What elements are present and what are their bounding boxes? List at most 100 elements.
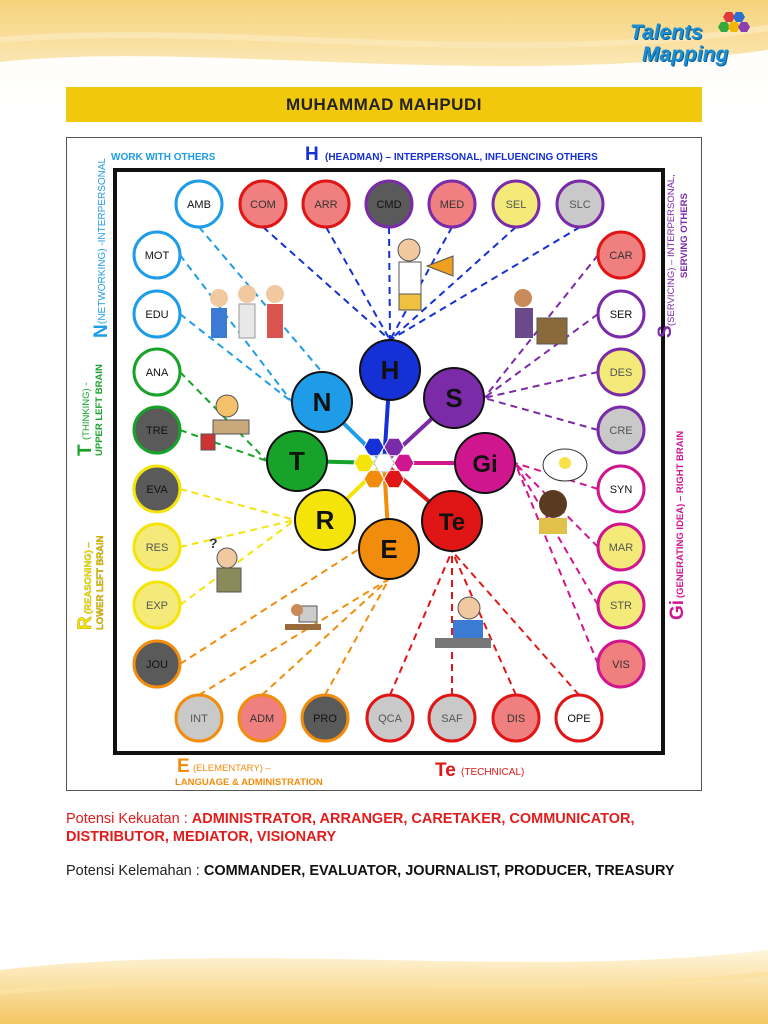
e-label-1: (ELEMENTARY) – [193,763,271,774]
talent-sel-circle [491,179,541,229]
hub-hexagon [393,453,415,473]
center-circle-e: E [358,518,420,580]
center-circle-h: H [359,339,421,401]
hub-hexagon-center [373,453,395,473]
talent-med-label: MED [440,199,465,211]
talent-eva: EVA [132,464,182,514]
talent-ana-circle [132,347,182,397]
talent-edu: EDU [132,289,182,339]
talent-mar: MAR [596,522,646,572]
talent-int: INT [174,693,224,743]
talent-str-circle [596,580,646,630]
talent-slc-label: SLC [569,199,590,211]
talent-sel-label: SEL [506,199,527,211]
talent-ope: OPE [554,693,604,743]
work-with-others-label: WORK WITH OTHERS [111,152,216,163]
center-letter-n: N [313,387,332,417]
connector-eva [179,488,296,521]
connector-jou [179,548,360,665]
talent-com: COM [238,179,288,229]
connector-syn [514,462,599,490]
talent-int-circle [174,693,224,743]
hub-hexagon [363,437,385,457]
talent-mot-circle [132,230,182,280]
talent-car: CAR [596,230,646,280]
center-circle-te-shape [421,490,483,552]
n-letter: N [91,324,112,338]
connector-cre [483,397,599,431]
talent-jou-circle [132,639,182,689]
talent-mot: MOT [132,230,182,280]
talent-saf-circle [427,693,477,743]
talent-ser-label: SER [610,309,633,321]
connector-qca [389,550,453,696]
connector-slc [389,226,581,341]
name-title-bar: MUHAMMAD MAHPUDI [66,87,702,122]
talent-qca: QCA [365,693,415,743]
talent-edu-label: EDU [145,309,168,321]
person-name: MUHAMMAD MAHPUDI [286,94,482,114]
talent-res-label: RES [146,542,169,554]
talent-pro-circle [300,693,350,743]
talent-cre-circle [596,405,646,455]
connector-amb [198,226,323,373]
hexagon-cluster-icon [718,12,750,32]
talent-med: MED [427,179,477,229]
talent-car-circle [596,230,646,280]
connector-pro [324,578,390,696]
connector-car [483,254,599,399]
talent-pro: PRO [300,693,350,743]
t-label-1: (THINKING) - [81,382,92,440]
talent-edu-circle [132,289,182,339]
center-circle-e-shape [358,518,420,580]
talents-mapping-logo: Talents Mapping [628,10,752,70]
hub-hexagon [383,469,405,489]
center-letter-t: T [289,446,305,476]
talent-des-circle [596,347,646,397]
talent-arr-label: ARR [314,199,337,211]
potensi-kelemahan: Potensi Kelemahan : COMMANDER, EVALUATOR… [66,862,706,880]
talent-vis-circle [596,639,646,689]
talent-slc: SLC [555,179,605,229]
potensi-kekuatan-value: ADMINISTRATOR, ARRANGER, CARETAKER, COMM… [66,811,635,845]
illustration-student-icon [200,394,250,451]
talent-amb-circle [174,179,224,229]
potensi-kelemahan-label: Potensi Kelemahan : [66,863,204,879]
e-letter: E [177,756,190,777]
illustration-mechanic-icon [435,596,491,648]
connector-adm [261,578,390,696]
talent-com-circle [238,179,288,229]
center-circle-te: Te [421,490,483,552]
potensi-kekuatan: Potensi Kekuatan : ADMINISTRATOR, ARRANG… [66,810,706,846]
talent-ope-circle [554,693,604,743]
center-letter-gi: Gi [472,451,497,478]
talent-qca-circle [365,693,415,743]
talent-vis-label: VIS [612,659,630,671]
talent-exp-label: EXP [146,600,168,612]
connector-arr [325,226,391,341]
illustration-computer-user-icon [285,604,321,630]
connector-vis [514,462,599,665]
logo-line-1: Talents [630,21,703,44]
talent-adm-circle [237,693,287,743]
talent-adm: ADM [237,693,287,743]
talent-mar-label: MAR [609,542,634,554]
talent-ope-label: OPE [567,713,590,725]
potensi-kekuatan-label: Potensi Kekuatan : [66,811,192,827]
center-letter-te: Te [439,509,465,536]
talent-cmd: CMD [364,179,414,229]
e-label-2: LANGUAGE & ADMINISTRATION [175,777,323,788]
talent-exp: EXP [132,580,182,630]
center-circle-t: T [266,430,328,492]
talent-int-label: INT [190,713,208,725]
talent-vis: VIS [596,639,646,689]
inner-frame [113,168,665,755]
illustration-detective-icon: ? [209,535,242,593]
talent-res: RES [132,522,182,572]
talent-ser-circle [596,289,646,339]
talent-qca-label: QCA [378,713,403,725]
center-circle-n: N [291,371,353,433]
te-label: (TECHNICAL) [461,767,524,778]
gi-label: (GENERATING IDEA) – RIGHT BRAIN [675,431,686,598]
